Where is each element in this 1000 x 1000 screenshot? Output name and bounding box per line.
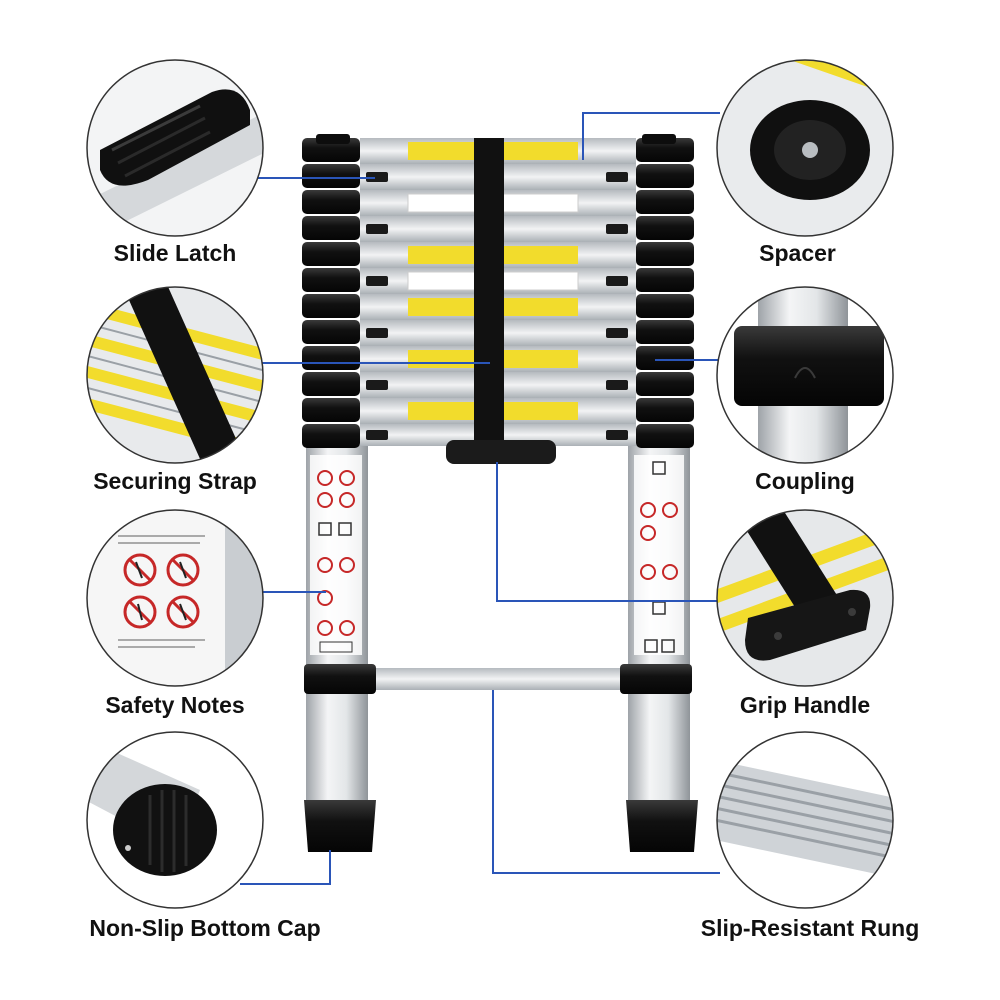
label-slip-resistant-rung: Slip-Resistant Rung — [700, 915, 920, 941]
right-foot — [626, 800, 698, 852]
leader-grip-handle — [496, 462, 720, 602]
securing-strap-detail — [86, 286, 264, 464]
safety-notes-detail — [86, 509, 264, 687]
label-spacer: Spacer — [759, 240, 836, 266]
spacer-detail — [716, 59, 894, 237]
grip-handle — [446, 440, 556, 464]
slip-rung-detail — [716, 731, 894, 909]
slide-latch-detail — [86, 59, 264, 237]
label-securing-strap: Securing Strap — [93, 468, 257, 494]
label-grip-handle: Grip Handle — [739, 692, 871, 718]
leader-lines — [240, 112, 720, 885]
right-stile-stickers — [634, 455, 684, 655]
label-slide-latch: Slide Latch — [113, 240, 237, 266]
non-slip-cap-detail — [86, 731, 264, 909]
label-coupling: Coupling — [755, 468, 855, 494]
left-foot — [304, 800, 376, 852]
coupling-detail — [716, 286, 894, 464]
left-stile-stickers — [310, 455, 362, 655]
label-non-slip-bottom-cap: Non-Slip Bottom Cap — [89, 915, 321, 941]
ladder — [302, 134, 698, 852]
label-safety-notes: Safety Notes — [105, 692, 245, 718]
grip-handle-detail — [716, 509, 894, 687]
leader-non-slip — [240, 850, 331, 885]
securing-strap — [474, 138, 504, 448]
leader-spacer — [582, 112, 720, 160]
bottom-rung — [366, 668, 628, 690]
leader-slip-rung — [492, 690, 720, 874]
